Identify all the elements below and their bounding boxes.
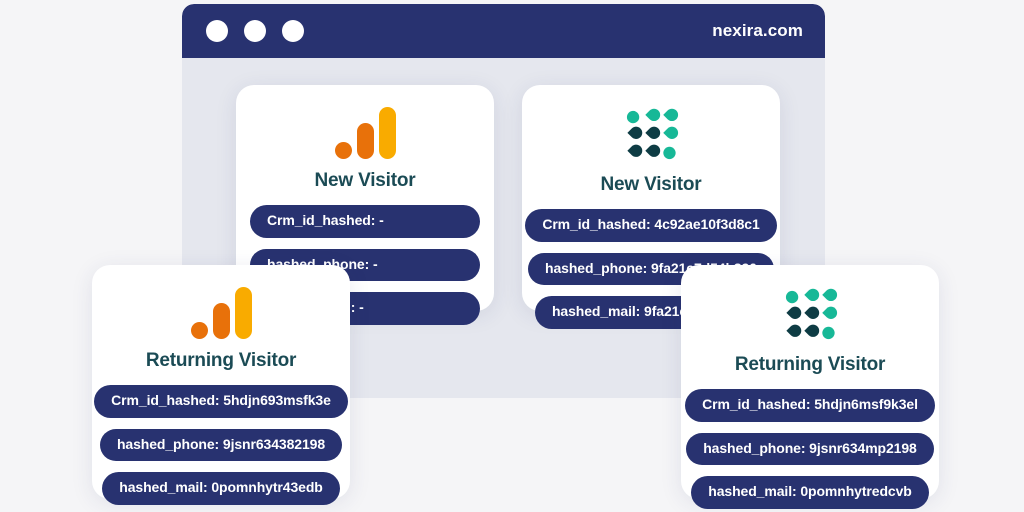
card-title: New Visitor <box>600 174 702 195</box>
hash-field-phone: hashed_phone: - <box>250 248 480 281</box>
visitor-card-returning-analytics: Returning Visitor Crm_id_hashed: 5hdjn69… <box>92 265 350 505</box>
hash-field-mail: hashed_mail: 0pomnhytredcvb <box>691 476 929 509</box>
window-dot-minimize-icon[interactable] <box>244 20 266 42</box>
hash-field-phone: hashed_phone: 9jsnr634mp2198 <box>686 432 934 465</box>
ga-bar-mid-shape <box>356 123 374 159</box>
hash-field-crm-id: Crm_id_hashed: 4c92ae10f3d8c1 <box>525 209 777 242</box>
ga-bar-tall-shape <box>378 107 396 159</box>
matomo-icon <box>785 288 838 340</box>
window-controls <box>206 20 304 42</box>
google-analytics-icon <box>190 287 252 339</box>
hash-field-crm-id: Crm_id_hashed: - <box>250 205 480 238</box>
hash-field-phone: hashed_phone: 9jsnr634382198 <box>99 428 343 461</box>
hash-field-list: Crm_id_hashed: 5hdjn693msfk3e hashed_pho… <box>92 385 350 505</box>
google-analytics-icon <box>334 107 396 159</box>
browser-titlebar: nexira.com <box>182 4 825 58</box>
browser-url-label: nexira.com <box>712 21 803 40</box>
ga-dot-shape <box>190 322 208 339</box>
hash-field-crm-id: Crm_id_hashed: 5hdjn6msf9k3el <box>685 389 935 422</box>
card-icon-slot <box>622 107 680 163</box>
ga-dot-shape <box>334 142 352 159</box>
card-title: New Visitor <box>314 170 416 191</box>
card-title: Returning Visitor <box>145 350 297 371</box>
visitor-card-returning-matomo: Returning Visitor Crm_id_hashed: 5hdjn6m… <box>681 265 939 509</box>
card-icon-slot <box>190 287 252 339</box>
hash-field-list: Crm_id_hashed: 5hdjn6msf9k3el hashed_pho… <box>681 389 939 509</box>
ga-bar-tall-shape <box>234 287 252 339</box>
hash-field-crm-id: Crm_id_hashed: 5hdjn693msfk3e <box>94 385 348 418</box>
hash-field-mail: hashed_mail: 0pomnhytr43edb <box>102 472 340 505</box>
window-dot-maximize-icon[interactable] <box>282 20 304 42</box>
card-icon-slot <box>781 287 839 343</box>
hash-field-list: Crm_id_hashed: - hashed_phone: - hashed_… <box>236 205 494 325</box>
card-icon-slot <box>334 107 396 159</box>
matomo-icon <box>626 108 679 160</box>
window-dot-close-icon[interactable] <box>206 20 228 42</box>
ga-bar-mid-shape <box>212 303 230 339</box>
card-title: Returning Visitor <box>734 354 886 375</box>
